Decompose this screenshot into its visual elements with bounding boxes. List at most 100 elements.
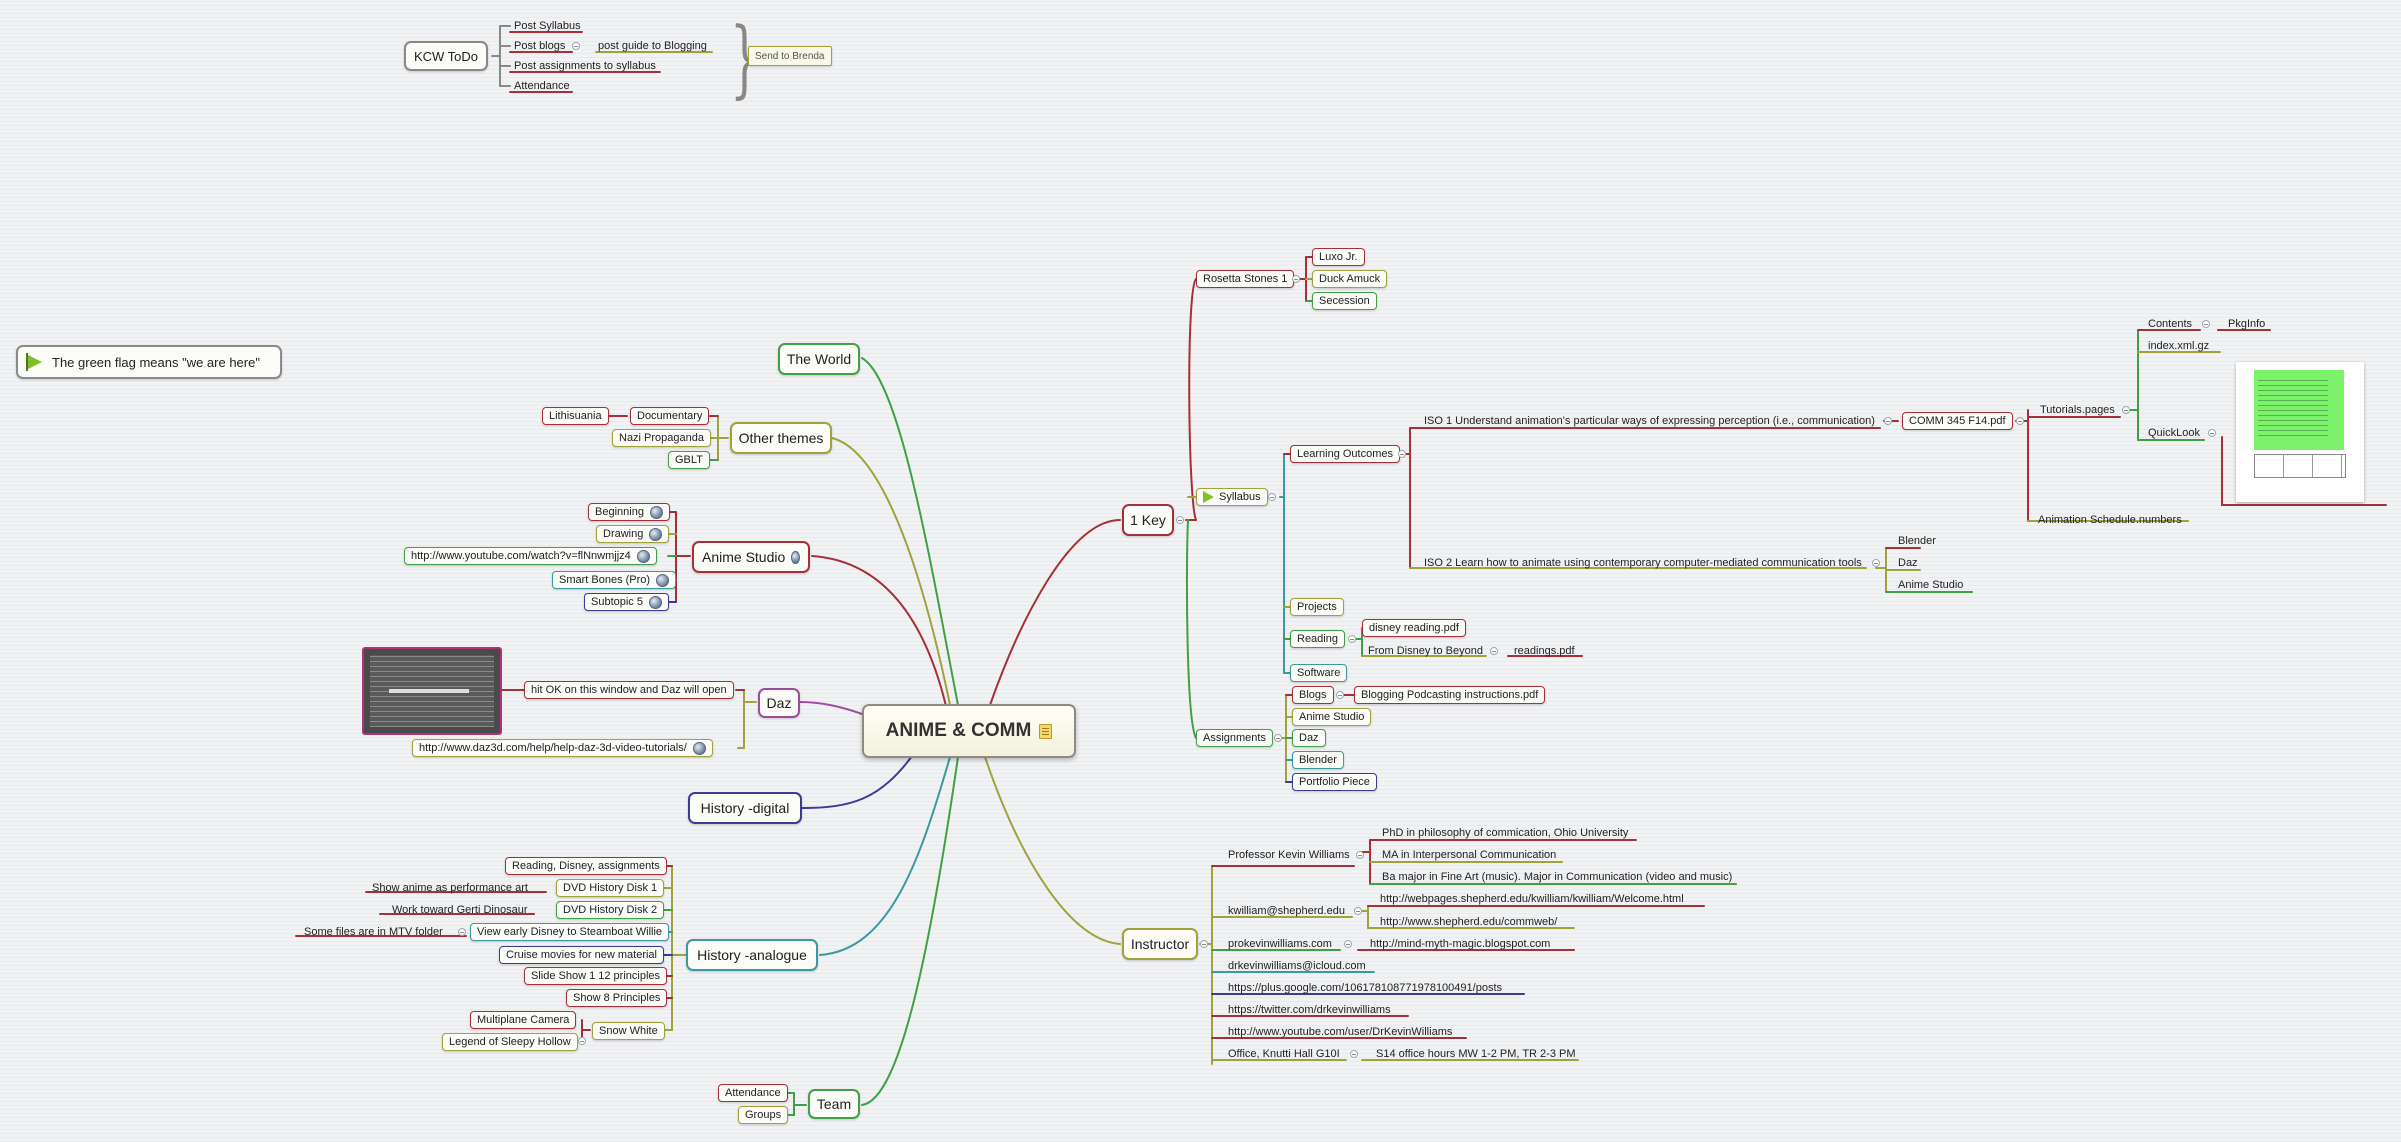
todo-item-post-blogs[interactable]: Post blogs (514, 40, 566, 52)
collapse-toggle[interactable] (2016, 417, 2024, 425)
from-disney-to-beyond[interactable]: From Disney to Beyond (1368, 645, 1483, 657)
collapse-toggle[interactable] (2202, 320, 2210, 328)
subtopic-beginning[interactable]: Beginning (588, 503, 670, 521)
subtopic-secession[interactable]: Secession (1312, 292, 1377, 310)
file-comm-345-pdf[interactable]: COMM 345 F14.pdf (1902, 412, 2013, 430)
subtopic-reading-disney[interactable]: Reading, Disney, assignments (505, 857, 667, 875)
software-blender[interactable]: Blender (1898, 535, 1936, 547)
globe-link-icon[interactable] (649, 505, 663, 519)
collapse-toggle[interactable] (1350, 1050, 1358, 1058)
globe-link-icon[interactable] (791, 550, 800, 564)
file-tutorials-pages[interactable]: Tutorials.pages (2040, 404, 2115, 416)
todo-blog-guide[interactable]: post guide to Blogging (598, 40, 707, 52)
subtopic-duck-amuck[interactable]: Duck Amuck (1312, 270, 1388, 288)
file-readings-pdf[interactable]: readings.pdf (1514, 645, 1575, 657)
note-gerti-dinosaur[interactable]: Work toward Gerti Dinosaur (392, 904, 528, 916)
collapse-toggle[interactable] (578, 1037, 586, 1045)
collapse-toggle[interactable] (1356, 851, 1364, 859)
topic-kcw-todo[interactable]: KCW ToDo (404, 41, 488, 71)
todo-item-post-syllabus[interactable]: Post Syllabus (514, 20, 581, 32)
todo-item-post-assignments[interactable]: Post assignments to syllabus (514, 60, 656, 72)
collapse-toggle[interactable] (2122, 406, 2130, 414)
degree-ma[interactable]: MA in Interpersonal Communication (1382, 849, 1557, 861)
subtopic-snow-white[interactable]: Snow White (592, 1022, 665, 1040)
todo-item-attendance[interactable]: Attendance (514, 80, 570, 92)
instructor-name[interactable]: Professor Kevin Williams (1228, 849, 1350, 861)
note-performance-art[interactable]: Show anime as performance art (372, 882, 528, 894)
subtopic-luxo-jr[interactable]: Luxo Jr. (1312, 248, 1365, 266)
assignment-blogs[interactable]: Blogs (1292, 686, 1334, 704)
software-anime-studio[interactable]: Anime Studio (1898, 579, 1964, 591)
collapse-toggle[interactable] (1274, 734, 1282, 742)
topic-anime-studio[interactable]: Anime Studio (692, 541, 810, 573)
topic-1-key[interactable]: 1 Key (1122, 504, 1174, 536)
topic-team[interactable]: Team (808, 1089, 860, 1119)
note-icon[interactable] (1039, 723, 1053, 739)
note-mtv-folder[interactable]: Some files are in MTV folder (304, 926, 443, 938)
globe-link-icon[interactable] (649, 527, 663, 541)
globe-link-icon[interactable] (692, 741, 706, 755)
collapse-toggle[interactable] (1348, 635, 1356, 643)
subtopic-show-8-principles[interactable]: Show 8 Principles (566, 989, 668, 1007)
topic-daz[interactable]: Daz (758, 688, 800, 718)
collapse-toggle[interactable] (1354, 907, 1362, 915)
software-daz[interactable]: Daz (1898, 557, 1918, 569)
link-google-plus[interactable]: https://plus.google.com/1061781087719781… (1228, 982, 1502, 994)
topic-history-analogue[interactable]: History -analogue (686, 939, 818, 971)
subtopic-smart-bones[interactable]: Smart Bones (Pro) (552, 571, 677, 589)
assignment-portfolio-piece[interactable]: Portfolio Piece (1292, 773, 1377, 791)
subtopic-lithisuania[interactable]: Lithisuania (542, 407, 609, 425)
subtopic-slide-show[interactable]: Slide Show 1 12 principles (524, 967, 668, 985)
file-animation-schedule[interactable]: Animation Schedule.numbers (2038, 514, 2182, 526)
collapse-toggle[interactable] (1176, 516, 1184, 524)
iso-1-outcome[interactable]: ISO 1 Understand animation's particular … (1424, 415, 1875, 427)
link-commweb[interactable]: http://www.shepherd.edu/commweb/ (1380, 916, 1558, 928)
subtopic-reading[interactable]: Reading (1290, 630, 1345, 648)
daz-screenshot-thumbnail[interactable] (362, 647, 502, 735)
subtopic-dvd-disk-1[interactable]: DVD History Disk 1 (556, 879, 665, 897)
subtopic-rosetta-stones[interactable]: Rosetta Stones 1 (1196, 270, 1295, 288)
subtopic-dvd-disk-2[interactable]: DVD History Disk 2 (556, 901, 665, 919)
summary-send-to-brenda[interactable]: Send to Brenda (748, 46, 832, 66)
collapse-toggle[interactable] (1884, 417, 1892, 425)
subtopic-projects[interactable]: Projects (1290, 598, 1344, 616)
collapse-toggle[interactable] (1490, 647, 1498, 655)
central-topic[interactable]: ANIME & COMM (862, 704, 1076, 758)
office-hours[interactable]: S14 office hours MW 1-2 PM, TR 2-3 PM (1376, 1048, 1576, 1060)
file-pkginfo[interactable]: PkgInfo (2228, 318, 2266, 330)
folder-quicklook[interactable]: QuickLook (2148, 427, 2200, 439)
collapse-toggle[interactable] (458, 928, 466, 936)
subtopic-nazi-propaganda[interactable]: Nazi Propaganda (612, 429, 712, 447)
file-blogging-instructions[interactable]: Blogging Podcasting instructions.pdf (1354, 686, 1546, 704)
assignment-daz[interactable]: Daz (1292, 729, 1326, 747)
assignment-anime-studio[interactable]: Anime Studio (1292, 708, 1372, 726)
globe-link-icon[interactable] (648, 595, 662, 609)
collapse-toggle[interactable] (2208, 429, 2216, 437)
subtopic-software[interactable]: Software (1290, 664, 1348, 682)
collapse-toggle[interactable] (1344, 940, 1352, 948)
assignment-blender[interactable]: Blender (1292, 751, 1344, 769)
subtopic-gblt[interactable]: GBLT (668, 451, 710, 469)
subtopic-5[interactable]: Subtopic 5 (584, 593, 669, 611)
file-index-xml[interactable]: index.xml.gz (2148, 340, 2210, 352)
subtopic-youtube-link[interactable]: http://www.youtube.com/watch?v=flNnwmjjz… (404, 547, 657, 565)
degree-ba[interactable]: Ba major in Fine Art (music). Major in C… (1382, 871, 1733, 883)
topic-other-themes[interactable]: Other themes (730, 422, 832, 454)
collapse-toggle[interactable] (572, 42, 580, 50)
subtopic-syllabus[interactable]: Syllabus (1196, 488, 1268, 506)
subtopic-cruise-movies[interactable]: Cruise movies for new material (499, 946, 664, 964)
subtopic-assignments[interactable]: Assignments (1196, 729, 1273, 747)
degree-phd[interactable]: PhD in philosophy of commication, Ohio U… (1382, 827, 1629, 839)
topic-the-world[interactable]: The World (778, 343, 860, 375)
instructor-email[interactable]: kwilliam@shepherd.edu (1228, 905, 1345, 917)
iso-2-outcome[interactable]: ISO 2 Learn how to animate using contemp… (1424, 557, 1862, 569)
folder-contents[interactable]: Contents (2148, 318, 2193, 330)
quicklook-preview-image[interactable] (2236, 362, 2364, 502)
link-youtube-channel[interactable]: http://www.youtube.com/user/DrKevinWilli… (1228, 1026, 1453, 1038)
subtopic-drawing[interactable]: Drawing (596, 525, 670, 543)
collapse-toggle[interactable] (1200, 940, 1208, 948)
topic-history-digital[interactable]: History -digital (688, 792, 802, 824)
link-twitter[interactable]: https://twitter.com/drkevinwilliams (1228, 1004, 1391, 1016)
link-webpages[interactable]: http://webpages.shepherd.edu/kwilliam/kw… (1380, 893, 1684, 905)
subtopic-hit-ok[interactable]: hit OK on this window and Daz will open (524, 681, 734, 699)
